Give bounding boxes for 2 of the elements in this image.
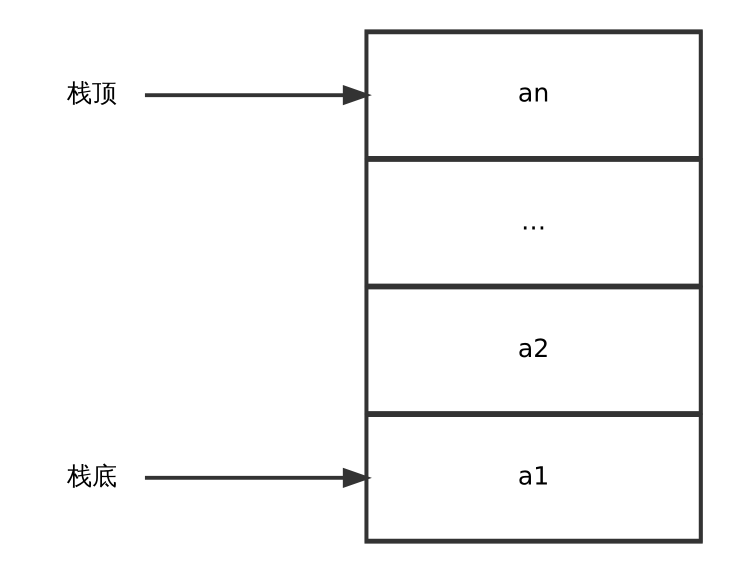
node-text: 栈顶 [66, 78, 117, 108]
node-text: 栈底 [66, 461, 117, 490]
